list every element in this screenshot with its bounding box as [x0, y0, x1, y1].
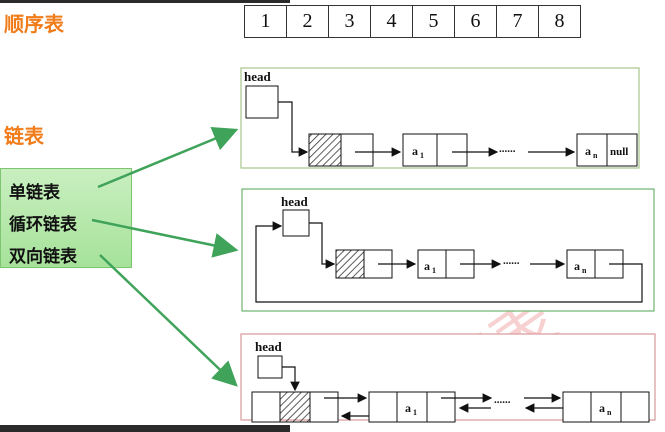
sequence-cell: 8 [538, 5, 581, 38]
menu-item-circular-linked[interactable]: 循环链表 [9, 215, 77, 235]
node-a1-label: a [405, 401, 411, 415]
svg-text:n: n [593, 151, 598, 160]
null-label: null [610, 146, 628, 158]
linked-list-heading: 链表 [4, 124, 44, 148]
arrow-to-circular [91, 218, 239, 258]
head-label: head [281, 194, 309, 209]
sequence-cell: 7 [496, 5, 539, 38]
singly-linked-panel: head a 1 ...... a n null [240, 67, 640, 169]
arrow-to-doubly [99, 254, 238, 387]
ellipsis: ...... [494, 394, 511, 406]
sequential-list-heading: 顺序表 [4, 12, 64, 36]
ellipsis: ...... [503, 255, 520, 267]
bottom-bar [0, 425, 290, 432]
doubly-linked-panel: head a 1 ...... a n [240, 333, 656, 423]
sequence-cell: 2 [286, 5, 329, 38]
menu-item-singly-linked[interactable]: 单链表 [9, 183, 60, 203]
node-an-label: a [599, 401, 605, 415]
svg-text:1: 1 [420, 151, 424, 160]
node-a1-label: a [424, 259, 430, 273]
arrow-to-singly [97, 127, 239, 189]
circular-linked-panel: head a 1 ...... a n [241, 188, 655, 312]
svg-text:n: n [607, 408, 612, 417]
node-a1-label: a [412, 144, 418, 158]
svg-text:1: 1 [432, 266, 436, 275]
menu-item-doubly-linked[interactable]: 双向链表 [9, 247, 77, 267]
node-an-label: a [574, 259, 580, 273]
sequence-cell: 3 [328, 5, 371, 38]
sequence-cell: 4 [370, 5, 413, 38]
top-bar [0, 0, 290, 3]
node-an-label: a [585, 144, 591, 158]
ellipsis: ...... [499, 143, 516, 155]
svg-text:n: n [582, 266, 587, 275]
head-label: head [244, 69, 272, 84]
svg-text:1: 1 [413, 408, 417, 417]
linked-list-types-box: 单链表 循环链表 双向链表 [0, 168, 132, 268]
head-label: head [255, 339, 283, 354]
